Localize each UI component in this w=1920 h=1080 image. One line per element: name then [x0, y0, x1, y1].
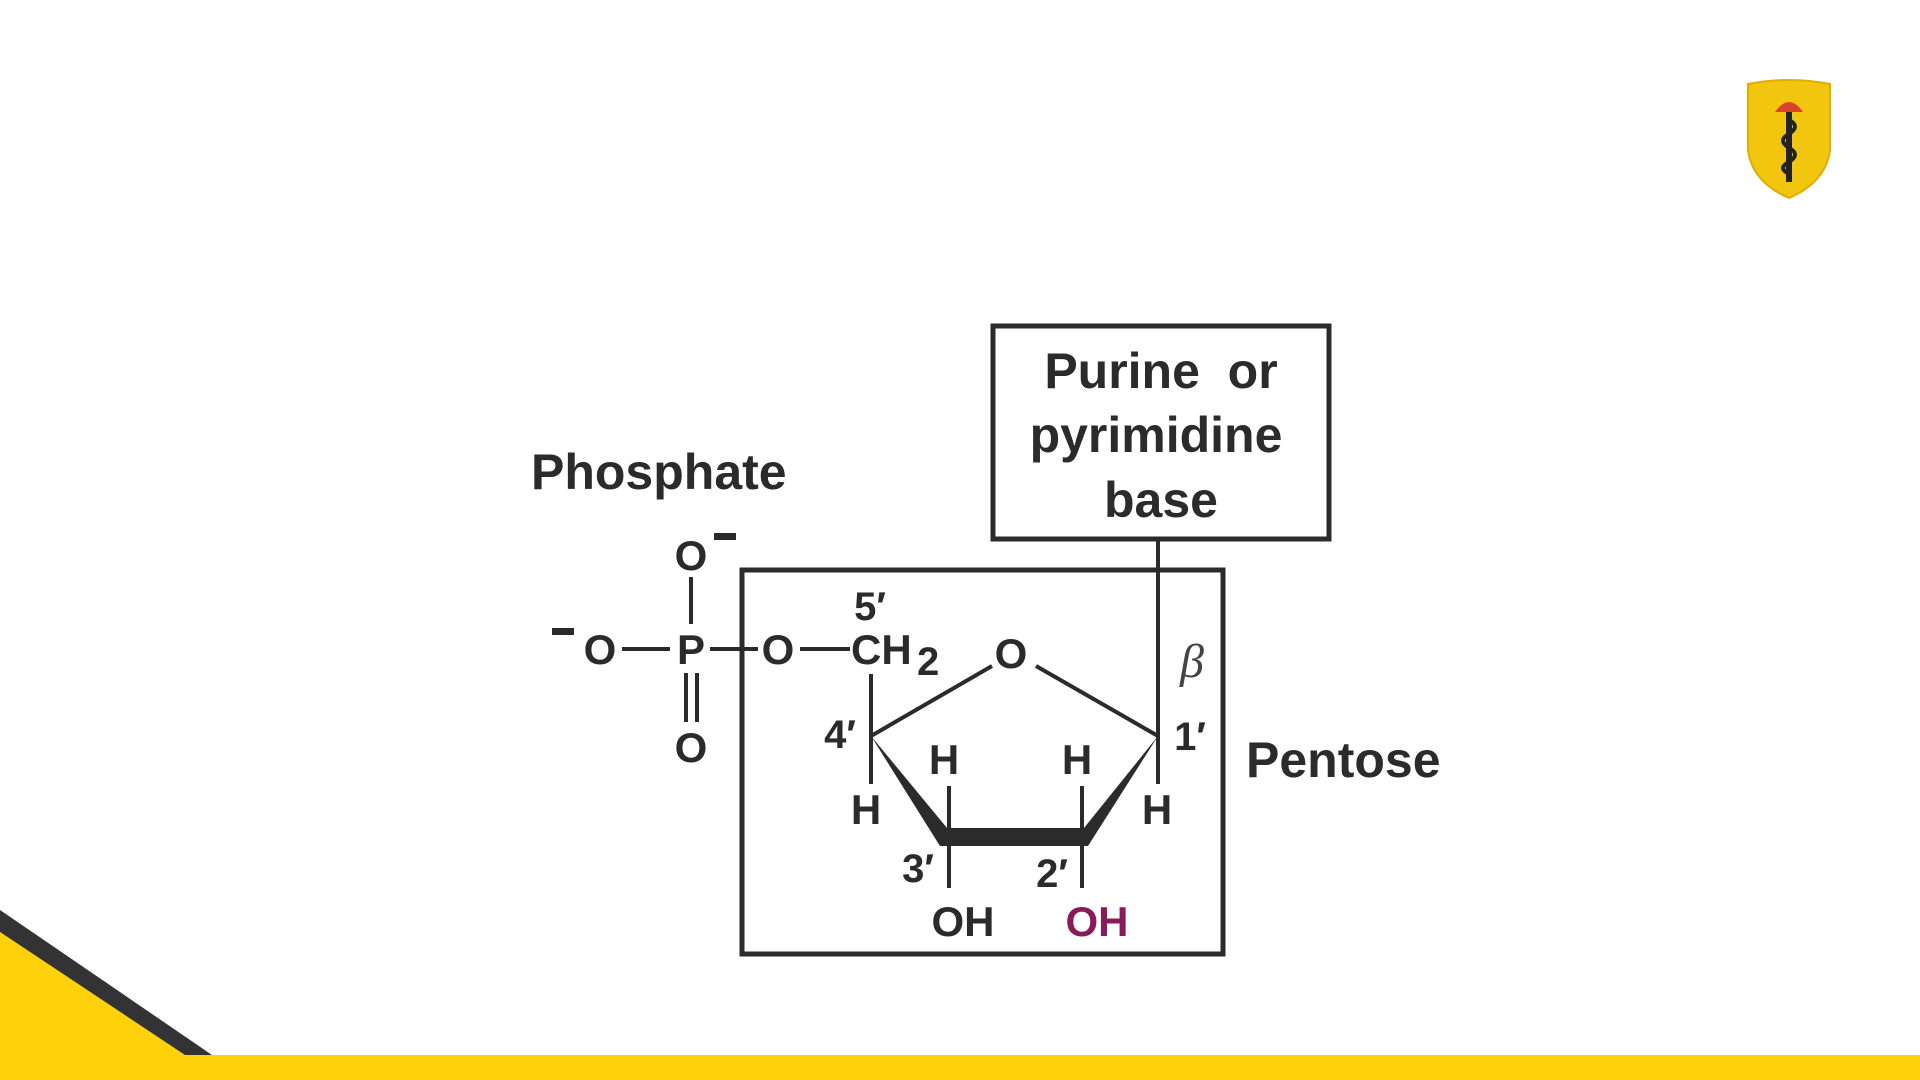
atom-h-c4: H	[851, 786, 881, 833]
phosphate-label: Phosphate	[531, 444, 787, 500]
position-4-prime: 4′	[824, 713, 856, 757]
bond-o-ring-c1	[1035, 664, 1159, 738]
atom-h-c1: H	[1142, 786, 1172, 833]
atom-o-left: O	[584, 626, 617, 673]
atom-p: P	[677, 626, 705, 673]
atom-h-c3: H	[929, 736, 959, 783]
hydroxyl-c3: OH	[932, 898, 995, 945]
atom-ch-subscript: 2	[917, 640, 939, 684]
atom-ch: CH	[851, 626, 912, 673]
bond-c4-c3-wedge	[871, 736, 958, 846]
university-shield-logo	[1747, 79, 1831, 200]
bond-c4-o-ring	[869, 664, 994, 738]
bond-c2-c1-wedge	[1076, 736, 1158, 846]
position-1-prime: 1′	[1174, 715, 1206, 759]
base-label-line-2: pyrimidine	[1030, 407, 1283, 463]
atom-o-ring: O	[995, 630, 1028, 677]
pentose-box	[739, 567, 1226, 957]
base-label-line-1: Purine or	[1044, 343, 1277, 399]
minus-charge-top	[714, 533, 736, 540]
atom-o-top: O	[675, 532, 708, 579]
hydroxyl-c2-highlighted: OH	[1066, 898, 1129, 945]
pentose-label: Pentose	[1246, 732, 1441, 788]
bond-c3-c2-bold	[947, 828, 1084, 846]
bottom-yellow-band	[0, 1055, 1920, 1080]
minus-charge-left	[552, 628, 574, 635]
beta-label: β	[1179, 635, 1204, 688]
atom-o-bridge: O	[762, 626, 795, 673]
position-2-prime: 2′	[1036, 852, 1068, 896]
atom-h-c2: H	[1062, 736, 1092, 783]
position-5-prime: 5′	[854, 585, 886, 629]
position-3-prime: 3′	[902, 847, 934, 891]
base-label-line-3: base	[1104, 472, 1218, 528]
base-box	[990, 323, 1332, 542]
atom-o-bottom: O	[675, 724, 708, 771]
corner-dark-stripe	[0, 910, 212, 1055]
